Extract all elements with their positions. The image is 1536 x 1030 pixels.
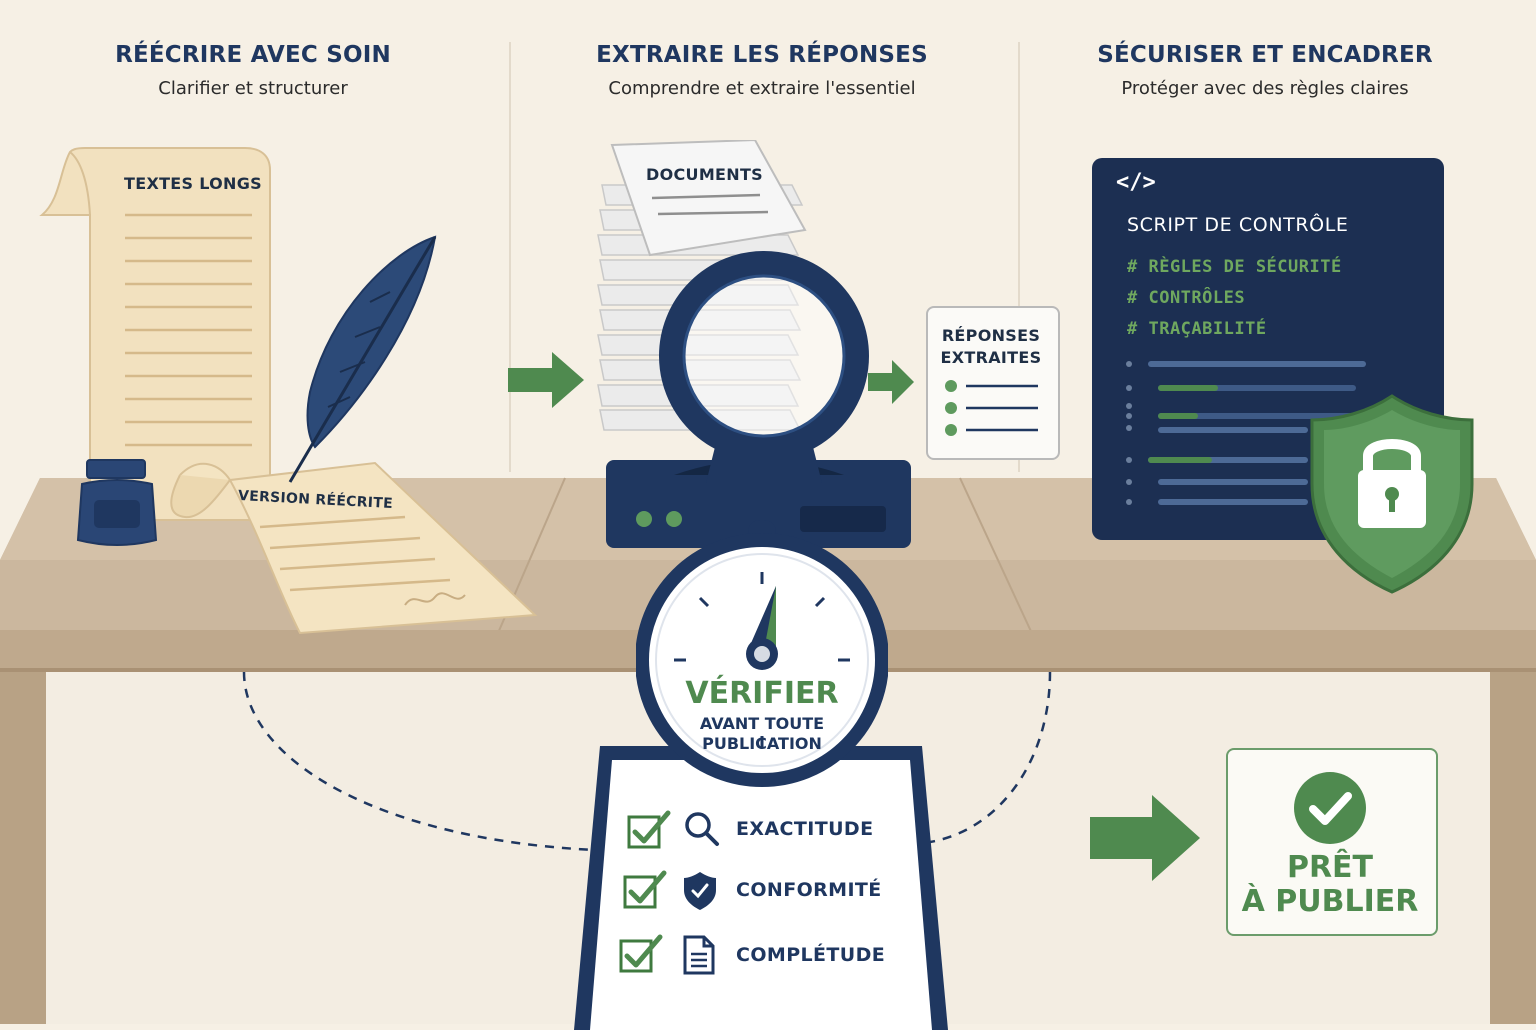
ink-pot-icon [76, 459, 158, 546]
column-subtitle-secure: Protéger avec des règles claires [1121, 78, 1409, 99]
checkbox-checked-icon [627, 810, 671, 849]
code-bars [1126, 361, 1366, 505]
verify-subtitle-line1: AVANT TOUTE [699, 714, 825, 733]
scroll-label: TEXTES LONGS [124, 174, 262, 193]
code-tag-icon: </> [1116, 170, 1156, 195]
column-subtitle-rewrite: Clarifier et structurer [158, 78, 348, 99]
check-label-exactitude: EXACTITUDE [736, 818, 874, 840]
documents-label: DOCUMENTS [646, 165, 763, 184]
column-title-rewrite: RÉÉCRIRE AVEC SOIN [115, 42, 391, 68]
column-title-secure: SÉCURISER ET ENCADRER [1097, 42, 1433, 68]
document-stack [597, 140, 807, 431]
arrow-right-icon [508, 352, 584, 408]
magnifier-icon [685, 812, 719, 846]
arrow-right-icon [1090, 795, 1200, 881]
check-label-conformite: CONFORMITÉ [736, 879, 882, 901]
answer-list-icon [945, 380, 1038, 436]
verify-subtitle-line2: PUBLICATION [702, 734, 822, 753]
checkbox-checked-icon [619, 934, 663, 973]
column-subtitle-extract: Comprendre et extraire l'essentiel [608, 78, 916, 99]
ready-title-line2: À PUBLIER [1241, 884, 1419, 919]
gauge [636, 520, 888, 787]
code-line: # RÈGLES DE SÉCURITÉ [1127, 257, 1342, 277]
column-divider [509, 42, 511, 472]
column-divider [1018, 42, 1020, 472]
check-circle-icon [1294, 772, 1366, 844]
column-title-extract: EXTRAIRE LES RÉPONSES [596, 42, 928, 68]
answers-label: EXTRAITES [940, 348, 1042, 367]
document-icon [683, 935, 715, 975]
checkbox-checked-icon [623, 870, 667, 909]
shield-check-icon [684, 872, 716, 910]
code-line: # TRAÇABILITÉ [1127, 319, 1267, 339]
verify-title: VÉRIFIER [685, 676, 839, 711]
scroll-illustration [39, 147, 271, 521]
rewritten-paper [170, 461, 538, 635]
magnifier-icon [659, 251, 869, 483]
quill-icon [288, 235, 437, 483]
shield-lock-icon [1310, 394, 1474, 594]
answers-label: RÉPONSES [941, 326, 1041, 345]
arrow-right-icon [868, 360, 914, 404]
script-title: SCRIPT DE CONTRÔLE [1127, 214, 1349, 236]
check-label-completude: COMPLÉTUDE [736, 944, 886, 966]
code-line: # CONTRÔLES [1127, 288, 1246, 308]
ready-title-line1: PRÊT [1286, 850, 1374, 885]
